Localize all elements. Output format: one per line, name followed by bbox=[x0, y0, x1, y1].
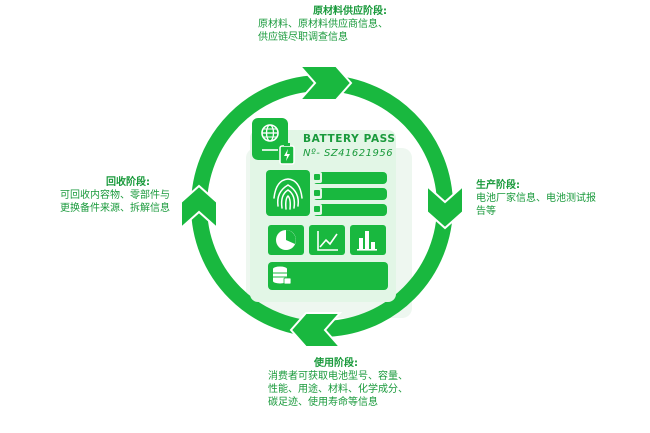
stage-production-desc-line: 电池厂家信息、电池测试报 bbox=[476, 193, 596, 204]
stage-production: 生产阶段: 电池厂家信息、电池测试报 告等 bbox=[476, 179, 606, 218]
passport-title: BATTERY PASS bbox=[303, 133, 396, 145]
database-lock-icon bbox=[273, 266, 292, 285]
battery-passport-card: BATTERY PASS Nº- SZ41621956 bbox=[250, 118, 396, 302]
arrowhead-top bbox=[297, 65, 353, 101]
pie-chart-icon bbox=[276, 230, 296, 250]
stage-recycling: 回收阶段: 可回收内容物、零部件与 更换备件来源、拆解信息 bbox=[60, 176, 190, 215]
stage-supply-desc-line: 供应链尽职调查信息 bbox=[258, 32, 348, 43]
stage-supply-desc-line: 原材料、原材料供应商信息、 bbox=[258, 19, 388, 30]
arrowhead-left bbox=[180, 184, 218, 231]
battery-charge-icon bbox=[279, 143, 295, 165]
stage-supply-title: 原材料供应阶段: bbox=[313, 6, 387, 17]
stage-recycling-desc-line: 更换备件来源、拆解信息 bbox=[60, 203, 170, 214]
stage-usage-desc-line: 消费者可获取电池型号、容量、 bbox=[268, 371, 408, 382]
stage-usage-desc-line: 性能、用途、材料、化学成分、 bbox=[268, 384, 408, 395]
stage-usage-desc-line: 碳足迹、使用寿命等信息 bbox=[268, 397, 378, 408]
stage-supply: 原材料供应阶段: 原材料、原材料供应商信息、 供应链尽职调查信息 bbox=[258, 5, 428, 44]
globe-icon bbox=[261, 124, 279, 151]
stage-usage-title: 使用阶段: bbox=[314, 358, 358, 369]
stage-production-title: 生产阶段: bbox=[476, 180, 520, 191]
line-chart-icon bbox=[317, 231, 338, 251]
arrowhead-right bbox=[426, 183, 464, 230]
bar-chart-icon bbox=[357, 231, 377, 251]
stage-usage: 使用阶段: 消费者可获取电池型号、容量、 性能、用途、材料、化学成分、 碳足迹、… bbox=[268, 357, 443, 409]
passport-number: Nº- SZ41621956 bbox=[303, 148, 393, 159]
fingerprint-icon bbox=[273, 178, 303, 210]
stage-recycling-title: 回收阶段: bbox=[106, 177, 150, 188]
stage-recycling-desc-line: 可回收内容物、零部件与 bbox=[60, 190, 170, 201]
arrowhead-bottom bbox=[289, 312, 343, 348]
stage-production-desc-line: 告等 bbox=[476, 206, 496, 217]
